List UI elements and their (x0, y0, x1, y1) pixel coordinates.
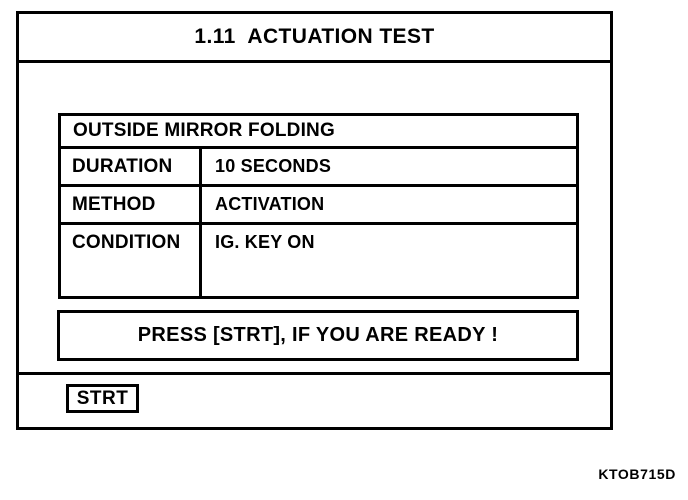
table-row: METHOD ACTIVATION (61, 187, 576, 225)
table-row: CONDITION IG. KEY ON (61, 225, 576, 296)
strt-button[interactable]: STRT (66, 384, 139, 413)
strt-button-label: STRT (76, 387, 129, 409)
condition-value: IG. KEY ON (215, 232, 315, 252)
method-label: METHOD (61, 187, 202, 222)
test-name-label: OUTSIDE MIRROR FOLDING (73, 120, 335, 141)
figure-reference-code: KTOB715D (598, 466, 676, 482)
bottom-button-bar: STRT (19, 372, 610, 427)
prompt-message-box: PRESS [STRT], IF YOU ARE READY ! (57, 310, 579, 361)
content-area: OUTSIDE MIRROR FOLDING DURATION 10 SECON… (19, 63, 610, 372)
title-bar: 1.11 ACTUATION TEST (19, 14, 610, 63)
page-title: 1.11 ACTUATION TEST (194, 25, 435, 48)
table-row: DURATION 10 SECONDS (61, 149, 576, 187)
condition-label: CONDITION (61, 225, 202, 296)
duration-label: DURATION (61, 149, 202, 184)
duration-value: 10 SECONDS (215, 156, 332, 176)
method-value: ACTIVATION (215, 194, 325, 214)
prompt-message-text: PRESS [STRT], IF YOU ARE READY ! (137, 324, 499, 346)
table-header-row: OUTSIDE MIRROR FOLDING (61, 116, 576, 149)
actuation-test-info-table: OUTSIDE MIRROR FOLDING DURATION 10 SECON… (58, 113, 579, 299)
scan-tool-screen-frame: 1.11 ACTUATION TEST OUTSIDE MIRROR FOLDI… (16, 11, 613, 430)
